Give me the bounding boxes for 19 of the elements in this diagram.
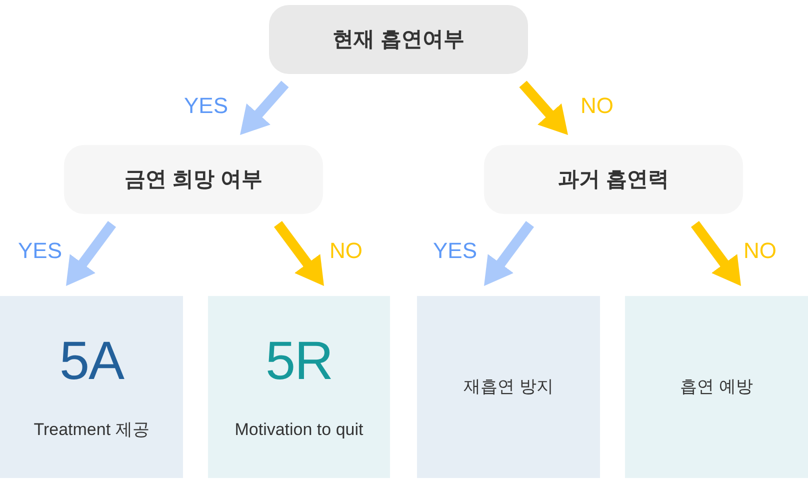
node-text: 과거 흡연력 [558, 166, 669, 192]
node-title: 5A [59, 333, 124, 389]
node-text: 흡연 예방 [680, 376, 753, 398]
outcome-box [417, 296, 600, 478]
node-text: Motivation to quit [234, 419, 364, 441]
node-text: 금연 희망 여부 [124, 166, 262, 192]
node-text: Treatment 제공 [34, 419, 150, 441]
outcome-box [625, 296, 808, 478]
arrow [240, 80, 289, 135]
arrow [66, 221, 116, 286]
arrow [690, 221, 741, 286]
arrow [519, 80, 568, 135]
node-title: 5R [265, 333, 333, 389]
node-text: 재흡연 방지 [464, 376, 554, 398]
outcome-box [0, 296, 183, 478]
outcome-box [208, 296, 390, 478]
arrow [484, 221, 534, 286]
arrow [274, 221, 324, 286]
node-text: 현재 흡연여부 [332, 26, 464, 52]
